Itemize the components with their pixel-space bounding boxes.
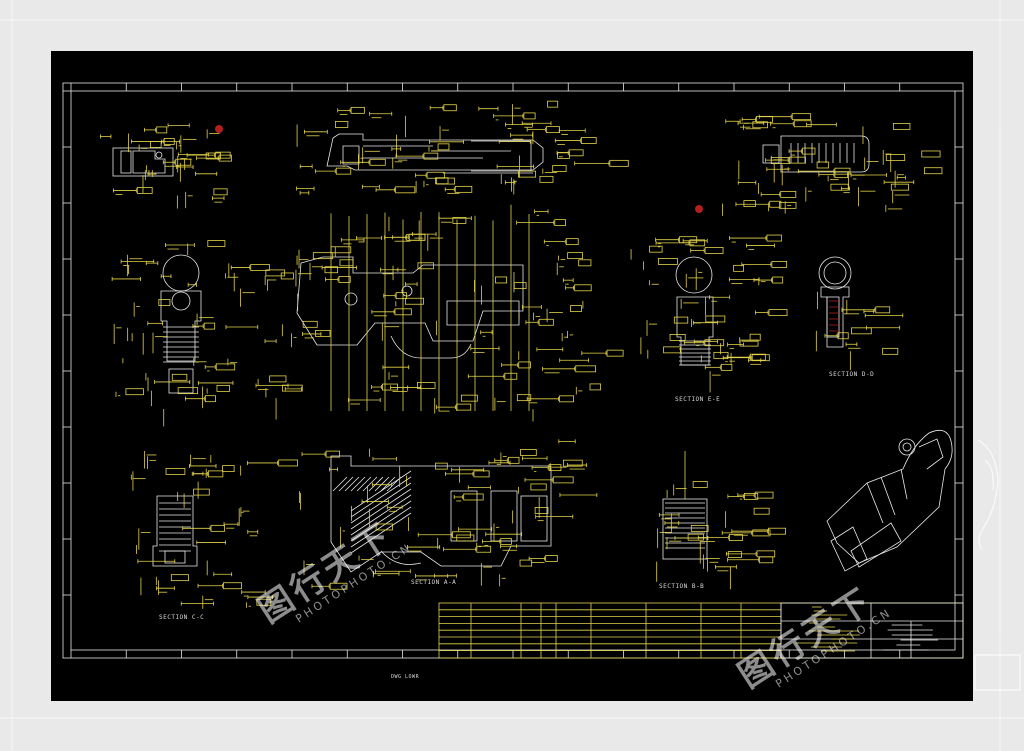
section-label-c: SECTION C-C xyxy=(159,614,205,621)
view-right-mid xyxy=(630,234,788,393)
view-bottom-right xyxy=(656,451,787,590)
title-block xyxy=(438,602,964,659)
view-far-right xyxy=(815,256,904,371)
sheet-border xyxy=(62,82,964,659)
view-bottom-left xyxy=(130,450,298,609)
isometric-view xyxy=(826,429,953,572)
section-label-d: SECTION D-D xyxy=(829,371,875,378)
view-top-right xyxy=(721,113,943,216)
view-left-mid xyxy=(111,240,303,427)
view-top-left xyxy=(100,123,232,209)
cad-drawing xyxy=(62,82,964,659)
section-label-a: SECTION A-A xyxy=(411,579,457,586)
view-bottom-center xyxy=(299,439,598,590)
view-top-center xyxy=(296,100,629,195)
faint-outside-sketch xyxy=(974,439,1021,691)
section-label-e: SECTION E-E xyxy=(675,396,721,403)
bottom-note: DWG LOWR xyxy=(391,674,420,680)
drawing-sheet: SECTION D-D SECTION E-E SECTION C-C SECT… xyxy=(51,51,973,701)
view-center-main xyxy=(275,204,624,422)
section-label-b: SECTION B-B xyxy=(659,583,705,590)
revision-marks xyxy=(215,125,703,213)
